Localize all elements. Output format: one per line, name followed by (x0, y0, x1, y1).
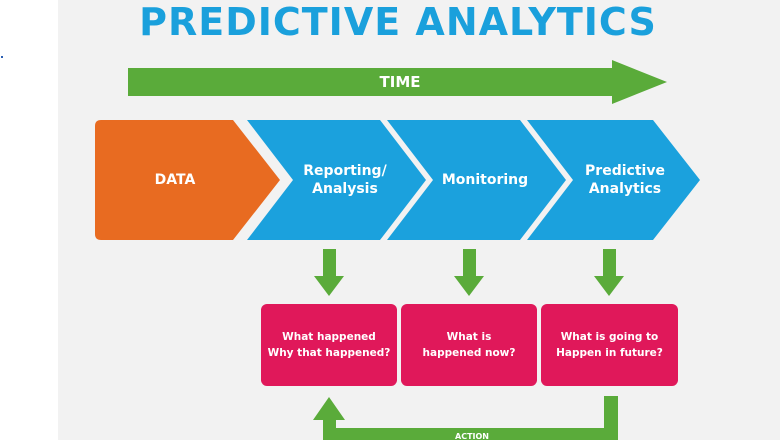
question-box-3 (541, 304, 678, 386)
question-text-1: What happened Why that happened? (267, 331, 391, 359)
edge-marker (1, 56, 3, 58)
stage-shape-reporting (247, 120, 426, 240)
down-arrow-3 (594, 249, 624, 296)
stage-shape-monitoring (387, 120, 566, 240)
stage-label-monitoring: Monitoring (441, 172, 529, 188)
down-arrow-1 (314, 249, 344, 296)
page-title: PREDICTIVE ANALYTICS (139, 0, 657, 44)
time-arrow (128, 60, 667, 104)
question-text-3: What is going to Happen in future? (556, 331, 663, 359)
question-text-2: What is happened now? (422, 331, 516, 359)
stage-label-reporting: Reporting/ Analysis (303, 163, 387, 197)
stage-shape-data (95, 120, 280, 240)
down-arrow-2 (454, 249, 484, 296)
stage-label-predictive: Predictive Analytics (585, 163, 665, 197)
feedback-arrow (313, 396, 618, 440)
feedback-label: ACTION (455, 432, 489, 440)
question-box-1 (261, 304, 397, 386)
stage-shape-predictive (527, 120, 700, 240)
question-box-2 (401, 304, 537, 386)
time-label: TIME (379, 73, 421, 91)
stage-label-data: DATA (154, 172, 196, 188)
